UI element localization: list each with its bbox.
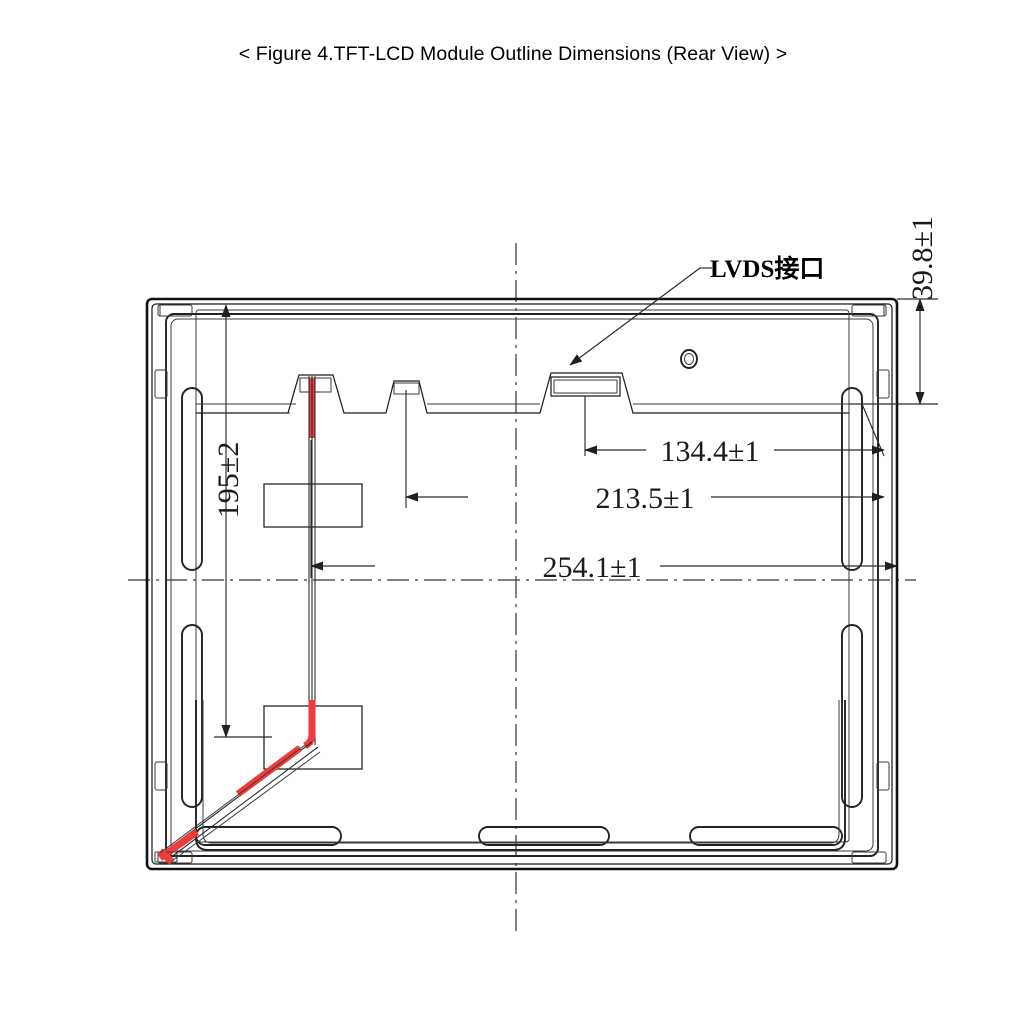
dimension-label-134-4: 134.4±1 <box>661 435 760 468</box>
dimension-label-39-8: 39.8±1 <box>906 216 939 300</box>
centerlines <box>128 243 916 932</box>
dimension-label-213-5: 213.5±1 <box>596 482 695 515</box>
corner-brackets <box>154 303 890 864</box>
dimension-height-right: 39.8±1 <box>849 216 939 405</box>
screw-hole <box>680 349 698 369</box>
module-outer-frame <box>145 297 899 871</box>
component-box-upper <box>263 483 363 528</box>
dimension-width-overall: 254.1±1 <box>310 440 898 584</box>
right-bezel-slots <box>841 387 863 808</box>
dimension-width-mid: 213.5±1 <box>405 390 885 515</box>
top-emboss-band <box>196 372 849 414</box>
lvds-leader: LVDS接口 <box>569 255 824 366</box>
dimension-label-195: 195±2 <box>212 442 245 518</box>
page-title: < Figure 4.TFT-LCD Module Outline Dimens… <box>238 43 788 65</box>
lvds-connector-label: LVDS接口 <box>710 255 824 283</box>
dimension-label-254-1: 254.1±1 <box>543 551 642 584</box>
flex-cable <box>154 376 321 865</box>
dimension-height-left: 195±2 <box>212 304 272 738</box>
dimension-width-connector: 134.4±1 <box>584 396 885 468</box>
left-bezel-slots <box>181 387 203 808</box>
back-cover-panel <box>195 309 850 843</box>
